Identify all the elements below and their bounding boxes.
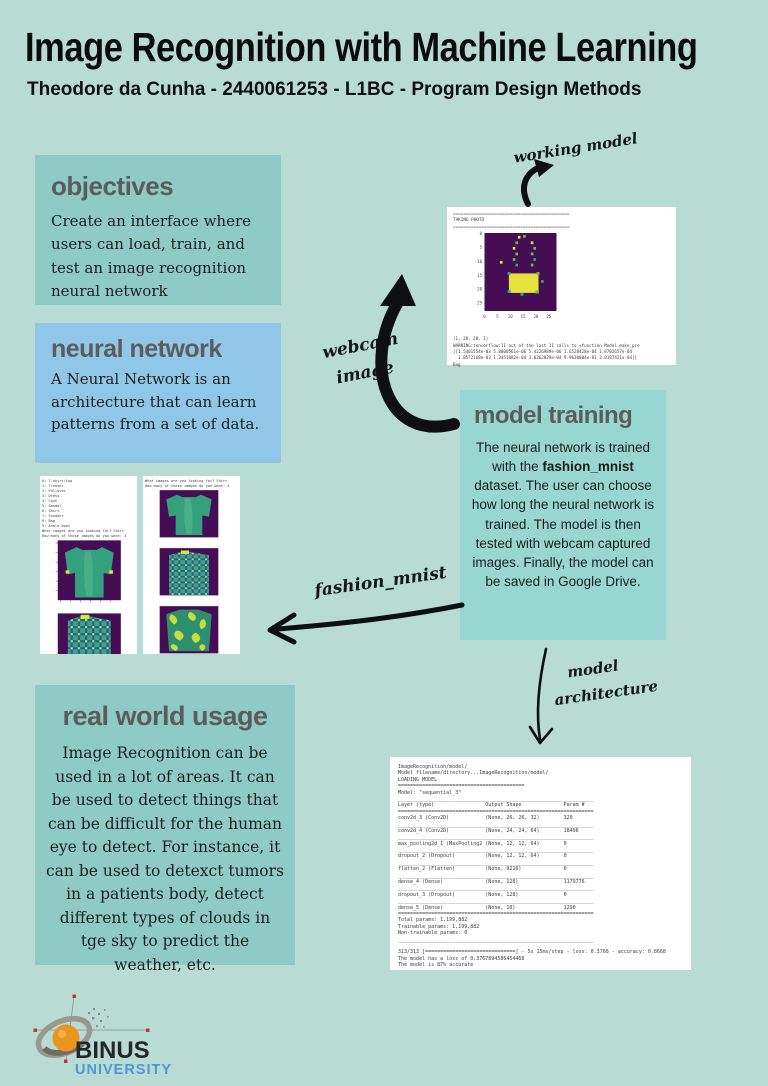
- fashion-mnist-label: fashion_mnist: [313, 562, 448, 602]
- fashion-panel-right: What images are you looking for? Shirt H…: [143, 476, 240, 654]
- page-subtitle: Theodore da Cunha - 2440061253 - L1BC - …: [27, 79, 642, 100]
- svg-text:10: 10: [477, 259, 482, 264]
- binus-orbit-icon: [35, 1015, 93, 1059]
- svg-text:15: 15: [477, 273, 482, 278]
- model-architecture-label-line2: architecture: [553, 676, 659, 710]
- svg-text:20: 20: [533, 314, 538, 319]
- svg-text:0: 0: [480, 231, 483, 236]
- shirt-image-3: [159, 490, 219, 538]
- model-architecture-screenshot: ImageRecognition/model/ Model filename/d…: [390, 757, 691, 970]
- bag-pixel-plot: 0 5 10 15 20 25 0 5 10 15 20 25: [477, 231, 557, 319]
- webcam-console-output: (1, 28, 28, 1) WARNING:tensorflow:11 out…: [453, 336, 640, 367]
- neural-network-box: neural network A Neural Network is an ar…: [35, 323, 281, 463]
- neural-network-heading: neural network: [51, 335, 222, 363]
- svg-text:5: 5: [480, 245, 483, 250]
- real-world-usage-box: real world usage Image Recognition can b…: [35, 685, 295, 974]
- binus-speckles-icon: [87, 1008, 109, 1028]
- svg-text:5: 5: [496, 314, 499, 319]
- shirt-image-2: [57, 613, 121, 654]
- shirt-image-1: [55, 540, 121, 603]
- shirt-image-2-cropped: [42, 612, 135, 654]
- objectives-box: objectives Create an interface where use…: [35, 155, 281, 305]
- real-world-usage-body: Image Recognition can be used in a lot o…: [46, 744, 284, 974]
- real-world-usage-heading: real world usage: [62, 701, 268, 731]
- webcam-console-screenshot: ========================================…: [447, 207, 676, 367]
- fashion-left-console: 0: T-shirt/top 1: Trouser 2: Pullover 3:…: [42, 479, 127, 539]
- model-training-box: model training The neural network is tra…: [460, 390, 666, 640]
- fashion-right-console: What images are you looking for? Shirt H…: [145, 479, 230, 489]
- webcam-image-label-line2: image: [334, 357, 396, 389]
- shirt-image-5: [159, 606, 219, 654]
- svg-text:0: 0: [483, 314, 486, 319]
- logo-name: BINUS: [75, 1037, 150, 1064]
- logo-subname: UNIVERSITY: [75, 1062, 172, 1078]
- architecture-console: ImageRecognition/model/ Model filename/d…: [398, 764, 666, 969]
- svg-text:10: 10: [508, 314, 513, 319]
- fashion-mnist-screenshot: 0: T-shirt/top 1: Trouser 2: Pullover 3:…: [40, 476, 240, 656]
- neural-network-body: A Neural Network is an architecture that…: [51, 370, 260, 433]
- working-model-label: working model: [512, 129, 639, 167]
- model-training-body: The neural network is trained with the f…: [471, 440, 655, 590]
- objectives-heading: objectives: [51, 171, 174, 201]
- svg-text:25: 25: [546, 314, 551, 319]
- webcam-console-header: ========================================…: [453, 212, 570, 230]
- fashion-panel-left: 0: T-shirt/top 1: Trouser 2: Pullover 3:…: [40, 476, 137, 654]
- shirt-image-4: [159, 548, 219, 596]
- objectives-body: Create an interface where users can load…: [51, 212, 252, 300]
- fashion-mnist-term: fashion_mnist: [542, 459, 634, 475]
- page-title: Image Recognition with Machine Learning: [25, 24, 698, 70]
- svg-text:25: 25: [477, 301, 482, 306]
- fashion-mnist-arrow-icon: [267, 602, 465, 645]
- model-architecture-label-line1: model: [565, 656, 620, 682]
- svg-text:20: 20: [477, 287, 482, 292]
- svg-text:15: 15: [521, 314, 526, 319]
- binus-university-logo: BINUS UNIVERSITY: [33, 994, 172, 1078]
- model-training-heading: model training: [474, 402, 633, 429]
